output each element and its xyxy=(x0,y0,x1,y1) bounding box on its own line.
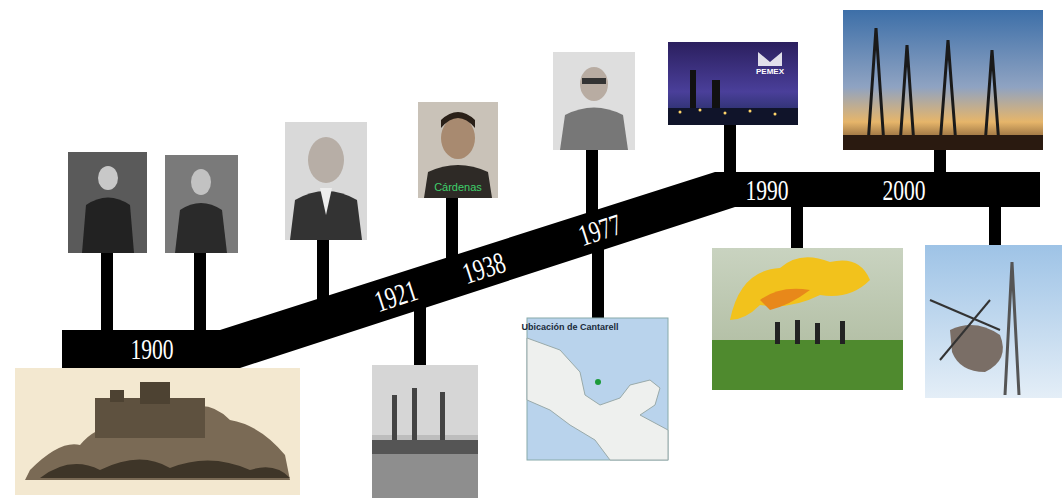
map-land xyxy=(527,338,668,460)
face xyxy=(191,169,211,195)
derricks-photo xyxy=(843,10,1043,150)
fire xyxy=(730,257,870,320)
portrait xyxy=(553,52,635,150)
year-label: 1990 xyxy=(745,175,788,205)
fire-core xyxy=(760,289,810,310)
derrick xyxy=(868,28,884,145)
collar xyxy=(320,188,332,215)
map-title: Ubicación de Cantarell xyxy=(521,323,618,332)
engraving-ground xyxy=(15,368,300,495)
grass xyxy=(712,340,903,390)
rotor xyxy=(940,300,990,360)
logo-mark xyxy=(758,52,782,66)
helicopter-photo xyxy=(925,245,1062,398)
face xyxy=(98,166,118,190)
photo-ground xyxy=(68,152,147,253)
person xyxy=(795,320,800,344)
face xyxy=(580,67,608,101)
cantarell-dot xyxy=(595,379,601,385)
suit xyxy=(560,108,628,151)
glasses xyxy=(582,78,606,84)
photo-ground xyxy=(372,365,478,498)
plant xyxy=(668,108,798,125)
derrick xyxy=(900,45,914,145)
stem xyxy=(934,148,946,175)
derrick xyxy=(985,50,999,145)
suit xyxy=(424,165,492,198)
photo-ground xyxy=(165,155,238,253)
person xyxy=(815,323,820,344)
helicopter xyxy=(950,325,1003,372)
portrait xyxy=(285,122,367,240)
derrick xyxy=(940,40,956,145)
water xyxy=(372,454,478,498)
photo-ground xyxy=(418,102,498,198)
photo-ground xyxy=(712,248,903,390)
stem xyxy=(101,250,113,332)
chimney xyxy=(392,395,397,445)
suit xyxy=(175,203,227,253)
oil-fire-photo xyxy=(712,248,903,390)
derricks xyxy=(868,28,999,145)
stem xyxy=(586,148,598,214)
year-label: 1977 xyxy=(575,209,625,251)
year-label: 1938 xyxy=(459,247,509,289)
stem xyxy=(414,305,426,367)
stem xyxy=(724,123,736,175)
photo-ground xyxy=(553,52,635,150)
chimney xyxy=(440,392,445,445)
logo-text: PEMEX xyxy=(756,68,784,76)
stem xyxy=(989,204,1001,247)
photo-ground xyxy=(668,42,798,125)
castle-tower xyxy=(140,382,170,404)
trees xyxy=(40,459,290,478)
year-label: 1900 xyxy=(130,334,173,364)
cantarell-map xyxy=(527,318,668,460)
stem xyxy=(317,238,329,300)
year-label: 1921 xyxy=(371,275,421,317)
portrait xyxy=(165,155,238,253)
night-refinery-photo xyxy=(668,42,798,125)
uniform xyxy=(82,198,134,254)
face xyxy=(308,137,344,183)
person xyxy=(840,321,845,344)
portrait-caption: Cárdenas xyxy=(434,182,482,193)
photo-ground xyxy=(285,122,367,240)
lights xyxy=(679,109,777,116)
refinery-photo xyxy=(372,365,478,498)
stem xyxy=(592,248,604,320)
light xyxy=(774,113,777,116)
light xyxy=(699,109,702,112)
person xyxy=(775,322,780,344)
castle-tower xyxy=(110,390,124,402)
portrait xyxy=(68,152,147,253)
map-sea xyxy=(527,318,668,460)
hair xyxy=(441,112,475,128)
light xyxy=(749,110,752,113)
portrait xyxy=(418,102,498,198)
face xyxy=(441,117,475,159)
stem xyxy=(791,204,803,250)
ground xyxy=(843,135,1043,150)
stem xyxy=(194,250,206,332)
people xyxy=(775,320,845,344)
plant xyxy=(372,440,478,454)
light xyxy=(724,112,727,115)
castle-engraving xyxy=(15,368,300,495)
photo-ground xyxy=(925,245,1062,398)
derrick xyxy=(1005,262,1019,395)
light xyxy=(679,111,682,114)
year-label: 2000 xyxy=(882,175,925,205)
chimney xyxy=(412,388,417,445)
sky xyxy=(372,365,478,435)
stem xyxy=(446,196,458,258)
photo-ground xyxy=(843,10,1043,150)
rotor xyxy=(930,300,1000,330)
